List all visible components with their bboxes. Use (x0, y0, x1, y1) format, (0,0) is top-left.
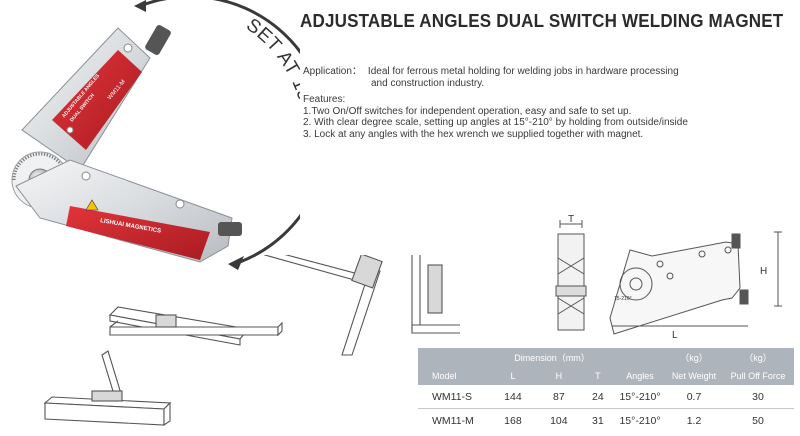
header-angles: Angles (626, 371, 654, 381)
technical-drawing: T H L 15-210° (555, 214, 782, 341)
sketch-right-angle (411, 255, 460, 334)
dimension-group-header: Dimension（mm） (514, 353, 590, 363)
scale-label: 15-210° (614, 296, 632, 302)
table-row: WM11-S 144 87 24 15°-210° 0.7 30 (418, 385, 794, 409)
application-text: Ideal for ferrous metal holding for weld… (367, 66, 679, 77)
spec-table-group-header: Dimension（mm） （kg） （kg） (418, 348, 794, 367)
weight-unit: （kg） (680, 353, 708, 363)
application-text-continued: and construction industry. (371, 77, 485, 89)
magnet-upper-arm: ADJUSTABLE ANGLES DUAL SWITCH WM11-M (21, 24, 171, 171)
header-net-weight: Net Weight (671, 371, 717, 381)
usage-sketches (43, 255, 460, 427)
page-title: ADJUSTABLE ANGLES DUAL SWITCH WELDING MA… (300, 10, 784, 31)
header-t: T (595, 371, 601, 381)
application-label: Application： (303, 66, 362, 77)
header-model: Model (432, 371, 457, 381)
dimension-h-label: H (760, 266, 767, 277)
magnet-lower-arm: LISHUAI MAGNETICS (15, 159, 242, 263)
product-illustration: SET AT 15°-210° ADJUSTABLE ANGLES DUAL S… (11, 0, 300, 270)
spec-table: Dimension（mm） （kg） （kg） Model L H T Angl… (418, 348, 794, 432)
sketch-inclined-beam (108, 306, 283, 346)
header-h: H (555, 371, 563, 381)
arc-arrow-head-bottom (228, 256, 244, 270)
feature-item-2: 2. With clear degree scale, setting up a… (303, 117, 688, 129)
application-row: Application： Ideal for ferrous metal hol… (303, 66, 793, 78)
feature-item-1: 1.Two On/Off switches for independent op… (303, 105, 632, 117)
sketch-flat-tube (43, 350, 172, 427)
description: Application： Ideal for ferrous metal hol… (303, 66, 793, 141)
arc-arrow (139, 0, 300, 264)
features-label: Features: (303, 94, 346, 106)
dimension-t-label: T (568, 214, 574, 225)
header-pull-off-force: Pull Off Force (730, 371, 786, 381)
front-view (609, 231, 782, 335)
side-view (555, 220, 587, 331)
table-row: WM11-M 168 104 31 15°-210° 1.2 50 (432, 414, 764, 427)
arc-label: SET AT 15°-210° (242, 15, 300, 160)
feature-item-3: 3. Lock at any angles with the hex wrenc… (303, 128, 644, 140)
arc-arrow-head-top (134, 0, 146, 12)
sketch-v-shape (264, 255, 383, 356)
header-l: L (510, 371, 516, 381)
force-unit: （kg） (744, 353, 772, 363)
dimension-l-label: L (672, 330, 678, 341)
spec-table-header: Model L H T Angles Net Weight Pull Off F… (418, 367, 794, 385)
